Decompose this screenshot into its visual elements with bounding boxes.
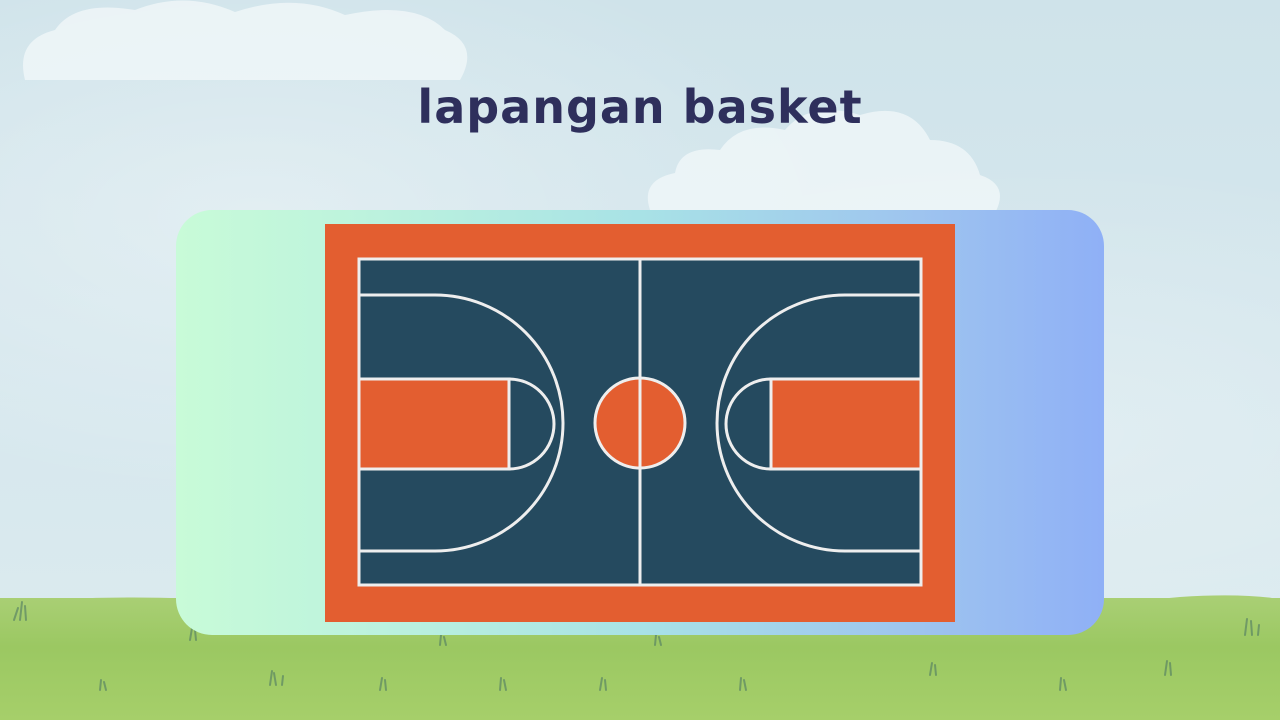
page-title: lapangan basket xyxy=(417,80,863,134)
key-right xyxy=(769,377,923,471)
cloud-right xyxy=(647,110,1000,213)
basketball-court-illustration xyxy=(325,224,955,622)
cloud-top-left xyxy=(23,0,468,81)
key-left xyxy=(357,377,511,471)
free-throw-arc-right xyxy=(724,377,772,471)
grass-tufts xyxy=(13,601,1260,691)
three-point-arc-right xyxy=(715,293,921,553)
three-point-arc-left xyxy=(359,293,565,553)
free-throw-arc-left xyxy=(508,377,556,471)
